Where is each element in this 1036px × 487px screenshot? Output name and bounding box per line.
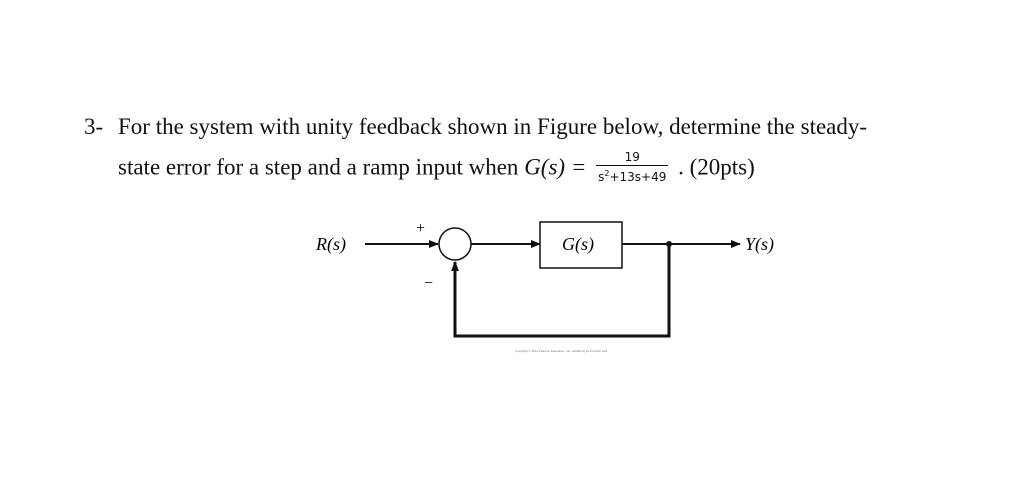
g-block-label: G(s) bbox=[562, 234, 594, 255]
minus-sign: − bbox=[424, 275, 433, 292]
input-label: R(s) bbox=[315, 234, 346, 255]
question-line-1: 3- For the system with unity feedback sho… bbox=[84, 114, 867, 140]
question-number: 3- bbox=[84, 114, 104, 139]
question-points: (20pts) bbox=[689, 154, 755, 180]
question-text-line-1: For the system with unity feedback shown… bbox=[118, 114, 868, 139]
copyright-text: Copyright © 2011 Pearson Education, Inc.… bbox=[515, 349, 607, 353]
output-label: Y(s) bbox=[745, 234, 774, 255]
feedback-path bbox=[451, 244, 671, 338]
denominator-rest: +13s+49 bbox=[609, 170, 667, 184]
fraction-numerator: 19 bbox=[596, 149, 669, 166]
plus-sign: + bbox=[416, 220, 425, 237]
transfer-function-label: G(s) = bbox=[524, 154, 587, 180]
transfer-function-fraction: 19 s2+13s+49 bbox=[596, 149, 669, 185]
question-line-2: state error for a step and a ramp input … bbox=[118, 149, 755, 187]
block-diagram: R(s) + − G(s) Y(s) Copyright © 2011 Pear… bbox=[315, 220, 774, 353]
summing-junction bbox=[438, 227, 472, 261]
question-text-line-2: state error for a step and a ramp input … bbox=[118, 154, 525, 180]
fraction-denominator: s2+13s+49 bbox=[596, 166, 668, 185]
denominator-base: s bbox=[598, 170, 605, 184]
sentence-period: . bbox=[678, 154, 684, 180]
denominator-exponent: 2 bbox=[604, 169, 610, 178]
